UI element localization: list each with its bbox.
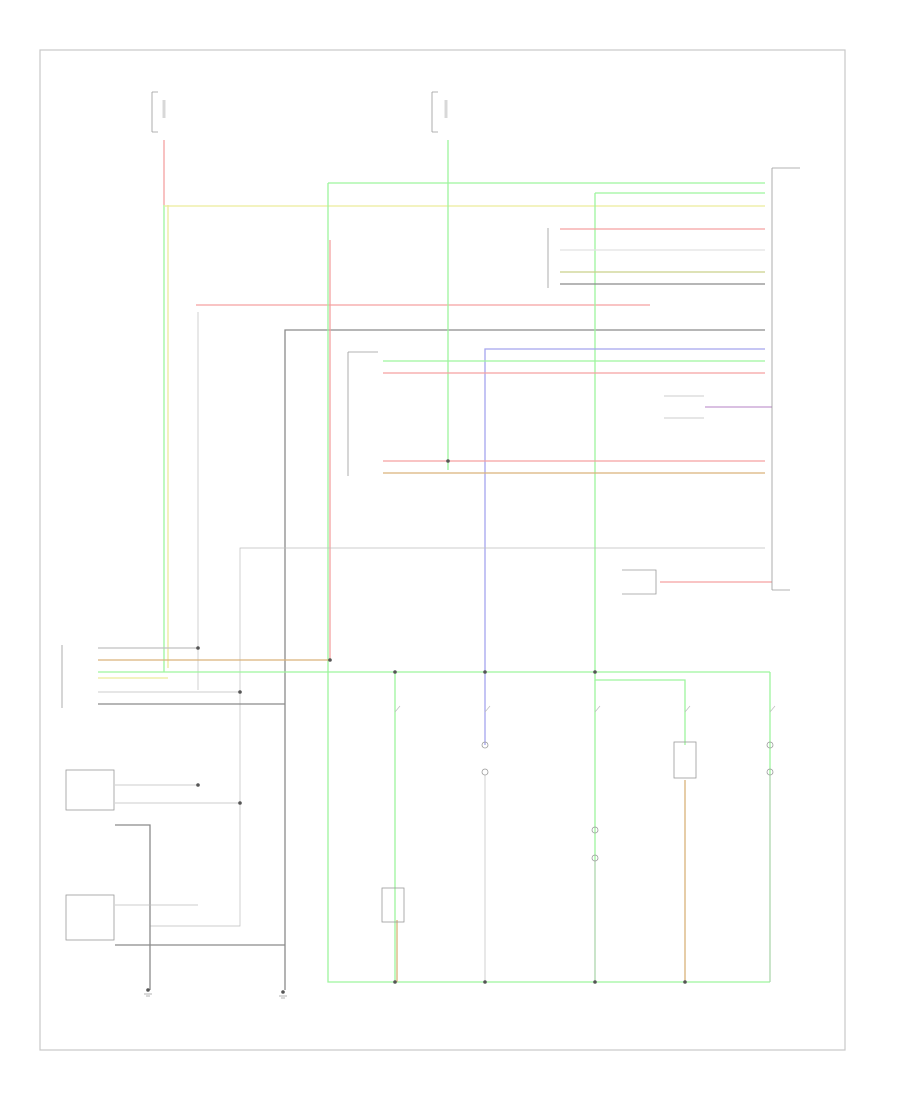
component-actuator-3	[591, 826, 599, 862]
component-actuator-2	[481, 741, 489, 776]
component-control-unit	[771, 167, 800, 591]
wire-gray-long	[150, 547, 765, 927]
power-source-1	[151, 91, 166, 133]
wire-green-left-trunk	[327, 183, 770, 983]
component-right-switch	[664, 395, 704, 419]
component-key-switch	[622, 569, 657, 595]
component-actuator-1	[381, 887, 405, 923]
component-switch-row	[394, 705, 776, 713]
component-actuator-5	[766, 741, 774, 776]
power-source-2	[431, 91, 448, 133]
wire-lower-black-1	[115, 824, 151, 990]
wire-green-right-trunk	[594, 193, 686, 745]
splice-dots	[146, 459, 687, 994]
component-actuator-4	[673, 741, 697, 779]
diagram-border	[39, 49, 846, 1051]
wire-blue	[484, 348, 765, 745]
component-left-door-switch	[65, 894, 115, 941]
component-right-door-switch	[65, 769, 115, 811]
component-mid-module	[347, 351, 378, 476]
component-grounds	[144, 993, 287, 999]
wire-black-main	[284, 329, 765, 990]
